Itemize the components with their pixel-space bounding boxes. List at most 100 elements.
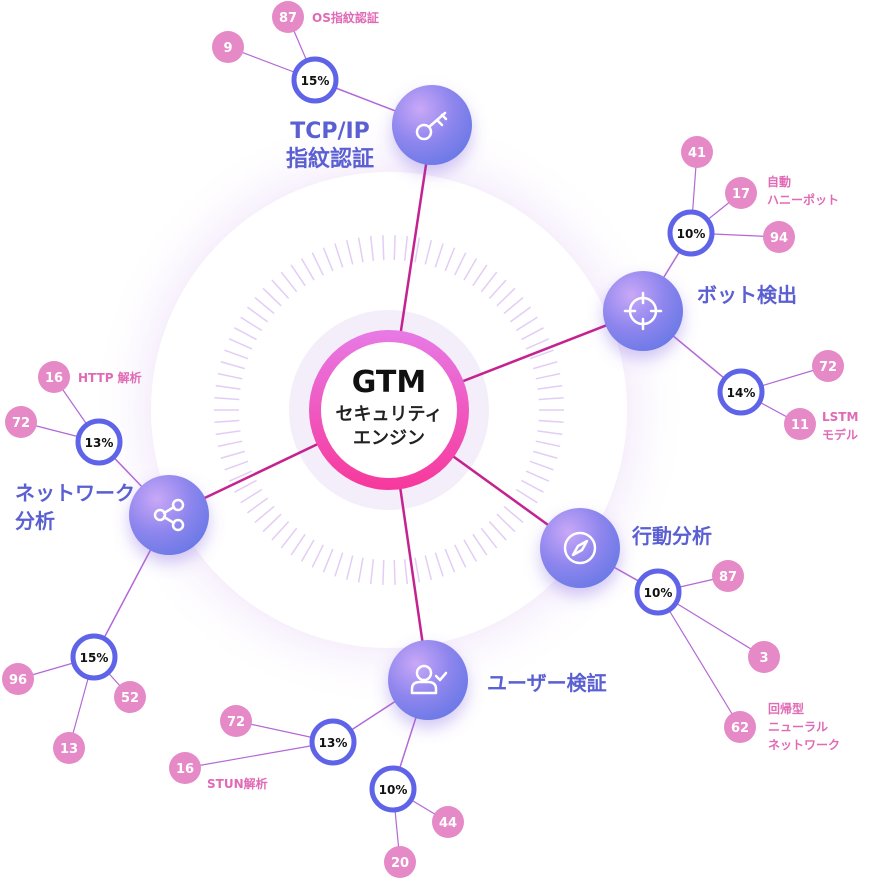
tick-mark: [322, 247, 334, 272]
tick-mark: [496, 287, 516, 307]
tick-mark: [220, 450, 246, 459]
annotation-label: ハニーポット: [767, 192, 839, 207]
percent-ring: [667, 209, 715, 257]
tick-mark: [537, 384, 563, 390]
value-bubble: [748, 641, 780, 673]
tick-mark: [509, 306, 532, 323]
node-label-network: ネットワーク: [15, 481, 135, 505]
tick-mark: [535, 440, 561, 448]
tick-mark: [240, 316, 263, 332]
value-label: 96: [9, 673, 27, 688]
percent-label: 15%: [301, 74, 330, 88]
tick-mark: [254, 296, 275, 315]
node-circle: [540, 508, 620, 588]
tick-mark: [472, 264, 488, 287]
tick-mark: [234, 479, 257, 493]
tick-mark: [525, 470, 550, 482]
node-label-tcpip: TCP/IP: [290, 119, 370, 144]
node-network: [129, 475, 209, 555]
percent-ring: [369, 765, 417, 813]
node-label-user: ユーザー検証: [487, 671, 607, 695]
tick-mark: [463, 539, 478, 562]
node-bot: [603, 271, 683, 351]
tick-mark: [369, 559, 375, 585]
value-label: 13: [60, 742, 78, 757]
tick-mark: [521, 479, 544, 493]
compass-icon: [563, 531, 597, 565]
value-bubble: [725, 177, 757, 209]
tick-mark: [434, 243, 444, 268]
tick-mark: [496, 513, 516, 533]
tick-mark: [515, 316, 538, 332]
value-bubble: [5, 406, 37, 438]
center-subtitle-line1: セキュリティ: [336, 404, 443, 425]
tick-mark: [217, 372, 243, 380]
tick-mark: [357, 557, 364, 583]
share-icon: [153, 498, 185, 532]
value-label: 94: [770, 231, 788, 246]
tick-mark: [246, 306, 269, 323]
tick-mark: [228, 470, 253, 482]
value-bubble: [53, 732, 85, 764]
value-label: 9: [223, 41, 232, 56]
tick-mark: [334, 243, 344, 268]
value-label: 41: [688, 146, 706, 161]
percent-ring: [309, 718, 357, 766]
value-bubble: [681, 136, 713, 168]
value-bubble: [169, 752, 201, 784]
tick-mark: [300, 539, 315, 562]
value-label: 72: [12, 416, 30, 431]
percent-ring: [75, 418, 123, 466]
tick-mark: [454, 252, 467, 276]
node-label-line2-network: 分析: [15, 509, 55, 533]
tick-mark: [463, 258, 478, 281]
tick-mark: [525, 338, 550, 350]
value-label: 3: [759, 651, 768, 666]
tick-mark: [262, 287, 282, 307]
tick-mark: [228, 338, 253, 350]
annotation-label: LSTM: [822, 410, 858, 424]
annotation-label: STUN解析: [207, 776, 268, 791]
tick-mark: [262, 513, 282, 533]
value-bubble: [763, 221, 795, 253]
tick-mark: [300, 258, 315, 281]
tick-mark: [311, 544, 324, 568]
percent-label: 13%: [319, 736, 348, 750]
tick-mark: [393, 235, 396, 261]
value-bubble: [724, 711, 756, 743]
tick-mark: [357, 237, 364, 263]
annotation-label: 回帰型: [768, 701, 804, 716]
tick-mark: [246, 497, 269, 514]
percent-ring: [70, 633, 118, 681]
tick-mark: [369, 235, 375, 261]
tick-mark: [290, 533, 306, 556]
tick-mark: [424, 555, 433, 580]
tick-mark: [535, 372, 561, 380]
tick-mark: [215, 430, 241, 436]
percent-label: 10%: [379, 783, 408, 797]
tick-mark: [271, 279, 290, 300]
center-subtitle-line2: エンジン: [353, 428, 425, 449]
value-label: 17: [732, 187, 750, 202]
tick-mark: [424, 240, 433, 265]
value-label: 20: [391, 856, 409, 871]
percent-label: 14%: [727, 386, 756, 400]
value-label: 72: [819, 360, 837, 375]
percent-ring: [634, 568, 682, 616]
tick-mark: [529, 349, 554, 360]
value-bubble: [432, 806, 464, 838]
tick-mark: [271, 520, 290, 541]
tick-mark: [537, 430, 563, 436]
percent-label: 10%: [644, 586, 673, 600]
crosshair-icon: [623, 291, 663, 331]
tick-mark: [444, 548, 456, 573]
value-label: 87: [279, 11, 297, 26]
value-label: 44: [439, 816, 457, 831]
leaf-line: [184, 741, 334, 769]
tick-mark: [434, 552, 444, 577]
tick-mark: [532, 450, 558, 459]
value-label: 72: [227, 715, 245, 730]
node-label-bot: ボット検出: [697, 283, 797, 307]
